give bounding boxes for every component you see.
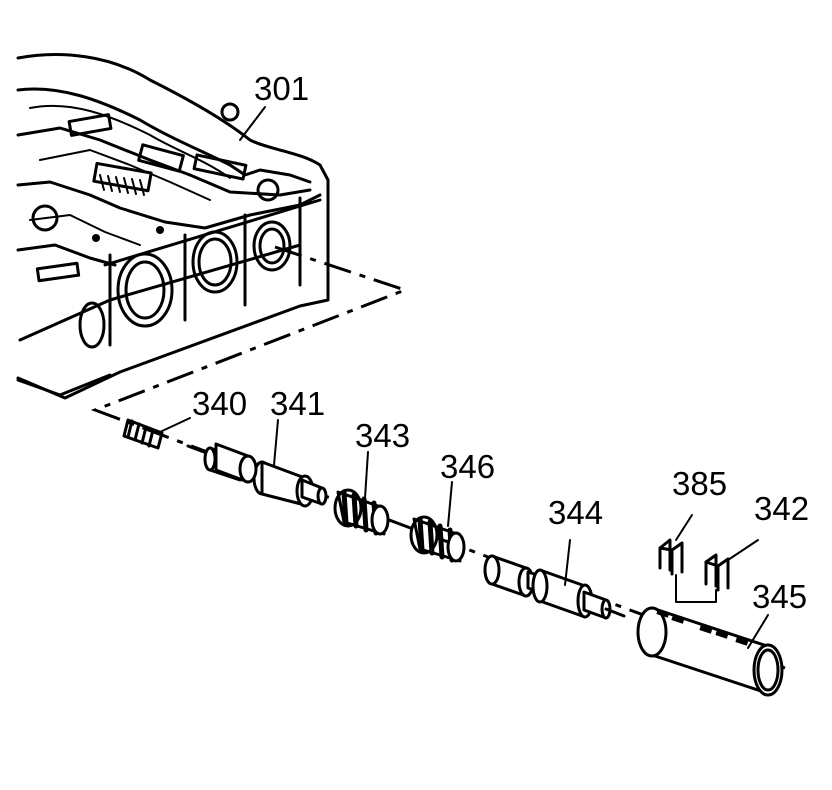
callout-342: 342 bbox=[754, 490, 809, 527]
valve-spool-2 bbox=[483, 554, 626, 620]
callout-344: 344 bbox=[548, 494, 603, 531]
callout-346: 346 bbox=[440, 448, 495, 485]
leader-301 bbox=[239, 106, 266, 141]
clip-install-bracket bbox=[675, 574, 717, 603]
callout-301: 301 bbox=[254, 70, 309, 107]
leader-343 bbox=[364, 451, 369, 499]
retainer-clip-1 bbox=[658, 538, 684, 576]
bore-plug bbox=[636, 606, 784, 697]
spring-small bbox=[122, 418, 164, 450]
callout-340: 340 bbox=[192, 385, 247, 422]
valve-spool-1 bbox=[186, 442, 328, 508]
callout-343: 343 bbox=[355, 417, 410, 454]
callout-345: 345 bbox=[752, 578, 807, 615]
valve-body bbox=[16, 53, 330, 400]
leader-385 bbox=[675, 514, 693, 541]
leader-341 bbox=[273, 419, 279, 466]
leader-344 bbox=[564, 539, 571, 586]
leader-340 bbox=[159, 417, 191, 433]
spring-2 bbox=[409, 515, 466, 563]
retainer-clip-2 bbox=[704, 553, 730, 592]
callout-341: 341 bbox=[270, 385, 325, 422]
leader-346 bbox=[447, 481, 453, 527]
spring-1 bbox=[333, 488, 390, 536]
leader-345 bbox=[747, 614, 769, 649]
leader-342 bbox=[727, 539, 759, 561]
callout-385: 385 bbox=[672, 465, 727, 502]
